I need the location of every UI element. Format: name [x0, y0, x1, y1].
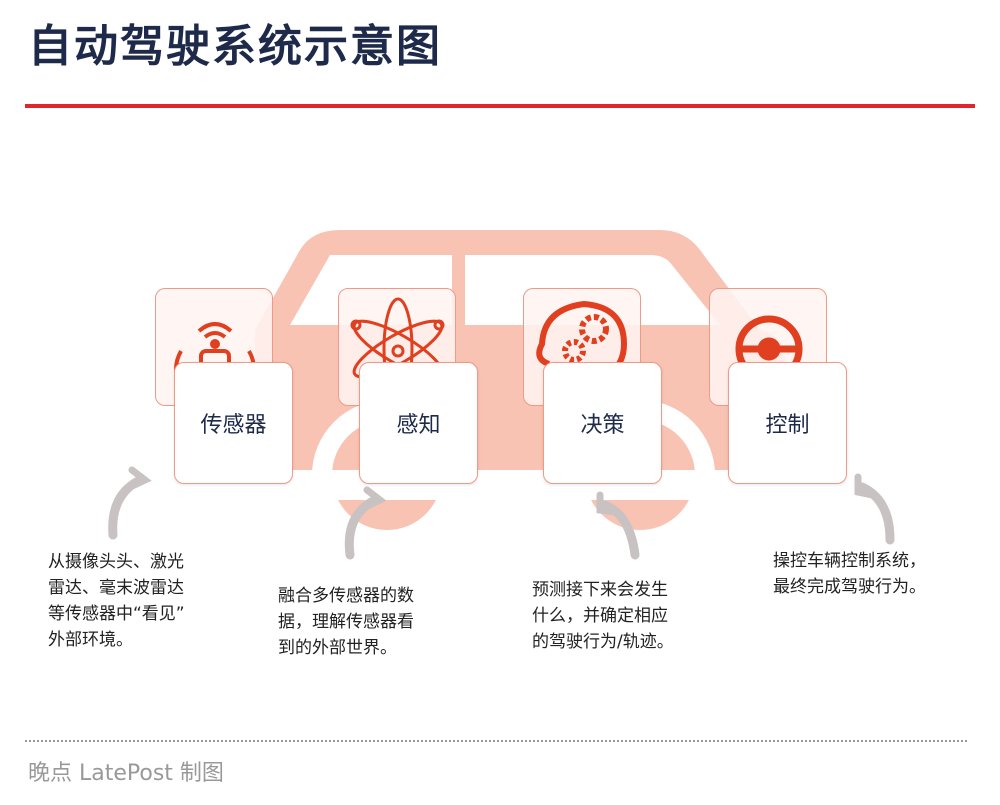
desc-line: 到的外部世界。 [278, 638, 397, 658]
desc-line: 据，理解传感器看 [278, 612, 414, 632]
desc-line: 外部环境。 [48, 630, 133, 650]
sensor-description: 从摄像头头、激光 雷达、毫末波雷达 等传感器中“看见” 外部环境。 [48, 549, 185, 653]
stage-card-decision: 决策 [543, 362, 662, 484]
stage-label: 决策 [580, 413, 625, 438]
footer-credit: 晚点 LatePost 制图 [28, 761, 224, 786]
arrows [108, 466, 895, 560]
control-description: 操控车辆控制系统， 最终完成驾驶行为。 [773, 548, 926, 600]
footer-divider [25, 740, 967, 742]
stage-label: 控制 [765, 413, 810, 438]
desc-line: 操控车辆控制系统， [773, 551, 926, 571]
perception-description: 融合多传感器的数 据，理解传感器看 到的外部世界。 [278, 583, 414, 661]
stage-card-sensor: 传感器 [174, 362, 293, 484]
title-underline [25, 104, 975, 108]
page-title: 自动驾驶系统示意图 [28, 21, 442, 72]
decision-description: 预测接下来会发生 什么，并确定相应 的驾驶行为/轨迹。 [532, 577, 674, 655]
desc-line: 雷达、毫末波雷达 [48, 578, 184, 598]
desc-line: 融合多传感器的数 [278, 586, 414, 606]
desc-line: 什么，并确定相应 [532, 606, 668, 626]
desc-line: 的驾驶行为/轨迹。 [532, 632, 674, 652]
head-gears-icon [536, 300, 628, 377]
stage-card-perception: 感知 [359, 362, 478, 484]
desc-line: 最终完成驾驶行为。 [773, 577, 926, 597]
stage-label: 传感器 [200, 413, 267, 438]
desc-line: 等传感器中“看见” [48, 604, 185, 624]
stage-card-control: 控制 [728, 362, 847, 484]
stage-label: 感知 [396, 413, 441, 438]
desc-line: 从摄像头头、激光 [48, 552, 184, 572]
desc-line: 预测接下来会发生 [532, 580, 668, 600]
